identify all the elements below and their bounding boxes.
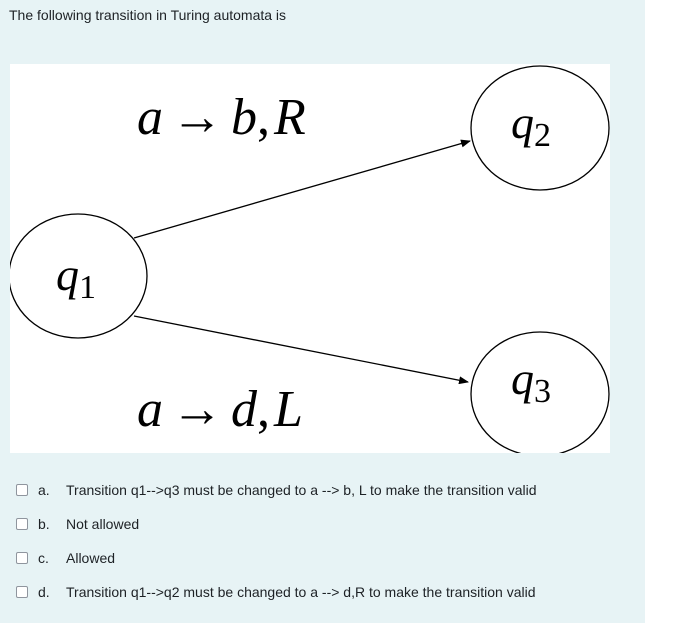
state-q3-label: q3 <box>511 353 551 410</box>
transition-q1-q2-label: a→b,R <box>137 89 306 146</box>
question-text: The following transition in Turing autom… <box>9 7 287 23</box>
state-q2-circle <box>470 65 610 191</box>
option-b-text: Not allowed <box>66 516 140 532</box>
edge-q1-q2 <box>133 139 471 239</box>
edge-q1-q3 <box>133 315 469 385</box>
option-b-letter: b. <box>38 516 50 532</box>
option-d-text: Transition q1-->q2 must be changed to a … <box>66 584 536 600</box>
option-c[interactable]: c. Allowed <box>16 546 115 570</box>
option-a[interactable]: a. Transition q1-->q3 must be changed to… <box>16 478 537 502</box>
option-c-checkbox[interactable] <box>16 552 28 564</box>
option-a-letter: a. <box>38 482 50 498</box>
transition-q1-q3-label: a→d,L <box>137 381 303 438</box>
option-b-checkbox[interactable] <box>16 518 28 530</box>
option-b[interactable]: b. Not allowed <box>16 512 139 536</box>
option-a-checkbox[interactable] <box>16 484 28 496</box>
option-d-letter: d. <box>38 584 50 600</box>
state-q1-label: q1 <box>56 249 96 306</box>
question-panel: The following transition in Turing autom… <box>0 0 645 623</box>
state-q2-label: q2 <box>511 97 551 154</box>
option-c-text: Allowed <box>66 550 116 566</box>
option-c-letter: c. <box>38 550 49 566</box>
diagram-svg: q1 q2 q3 a→b,R a→d,L <box>10 65 610 453</box>
option-a-text: Transition q1-->q3 must be changed to a … <box>66 482 537 498</box>
state-q3-circle <box>470 331 610 453</box>
turing-diagram: q1 q2 q3 a→b,R a→d,L <box>10 64 610 453</box>
option-d-checkbox[interactable] <box>16 586 28 598</box>
option-d[interactable]: d. Transition q1-->q2 must be changed to… <box>16 580 536 604</box>
state-q1-circle <box>10 213 148 339</box>
